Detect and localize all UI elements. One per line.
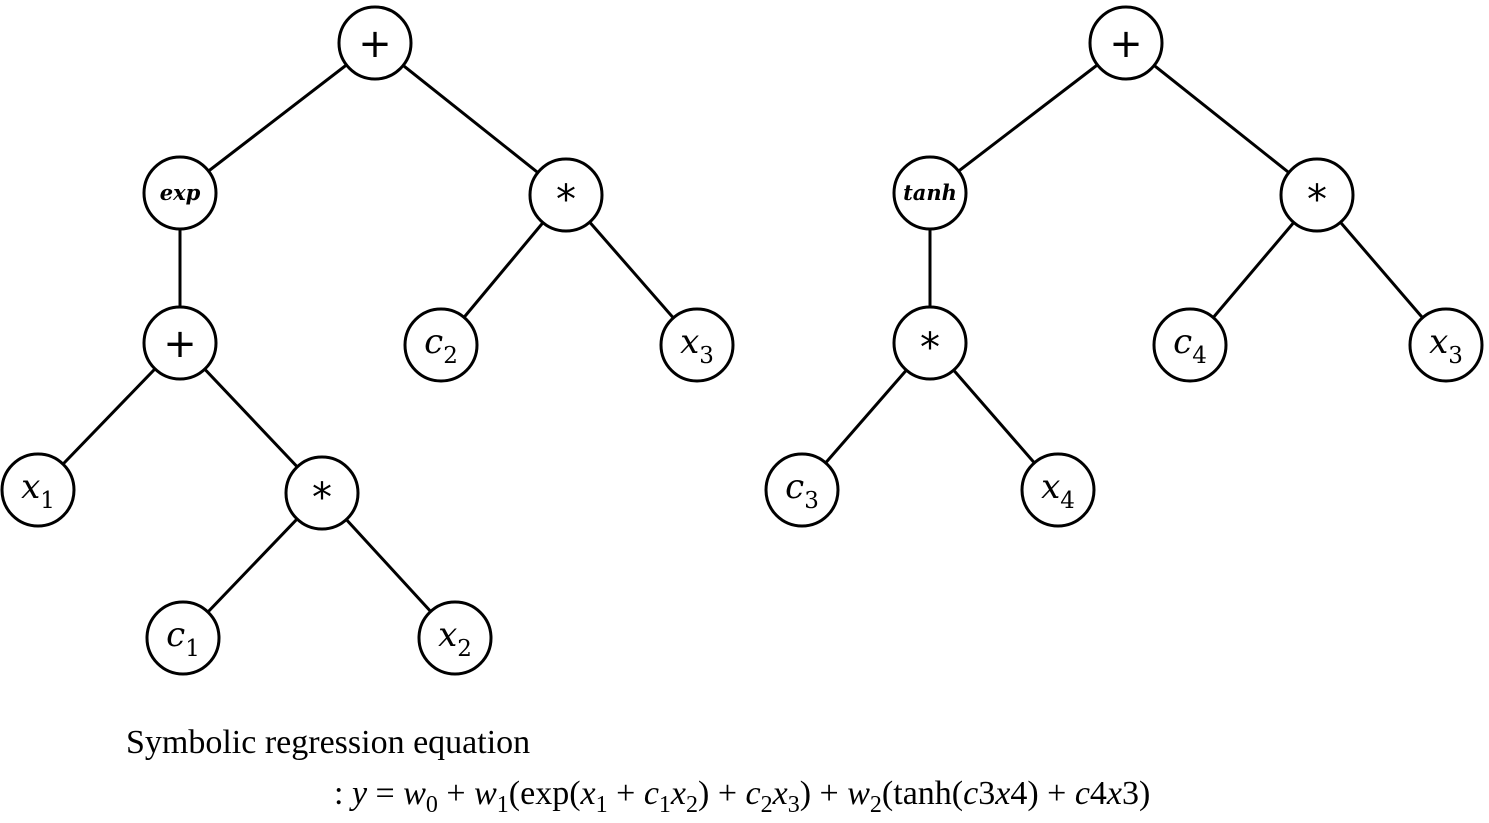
tree-node: x1 [0,452,76,528]
tree-node: * [892,305,968,381]
node-label: c2 [424,322,458,369]
node-circle [284,455,360,531]
node-circle [764,452,840,528]
tree-node: c4 [1152,307,1228,383]
tree-node: x2 [417,600,493,676]
node-circle [1152,307,1228,383]
node-circle [142,305,218,381]
node-circle [142,155,218,231]
tree-node: + [142,305,218,381]
equation-body: y = w0 + w1(exp(x1 + c1x2) + c2x3) + w2(… [351,775,1151,818]
node-circle [1020,452,1096,528]
node-label: + [1109,21,1143,67]
node-label: x1 [21,467,55,514]
node-label: x3 [680,322,714,369]
node-label: x4 [1041,467,1075,514]
tree-edge [929,41,1127,195]
node-label: * [920,325,940,371]
node-circle [0,452,76,528]
node-label: x3 [1429,322,1463,369]
node-label: c3 [785,467,819,514]
tree-node: + [337,5,413,81]
tree-node: * [1279,157,1355,233]
tree-nodes: + exp * + c2 x3 x1 * c1 x2 + tanh * * c4 x3 c3 x4 [0,5,1484,676]
tree-node: * [284,455,360,531]
tree-node: c2 [403,307,479,383]
node-label: tanh [903,180,957,205]
tree-node: c3 [764,452,840,528]
node-circle [145,600,221,676]
node-circle [659,307,735,383]
tree-node: + [1088,5,1164,81]
node-circle [528,157,604,233]
node-label: x2 [438,615,472,662]
tree-node: * [528,157,604,233]
tree-node: x4 [1020,452,1096,528]
node-label: * [556,177,576,223]
equation-prefix: : [334,775,352,812]
tree-node: c1 [145,600,221,676]
tree-node: x3 [1408,307,1484,383]
node-circle [1088,5,1164,81]
tree-node: exp [142,155,218,231]
caption-title: Symbolic regression equation [126,724,531,761]
tree-edge [1125,41,1318,197]
node-label: + [163,321,197,367]
node-circle [892,155,968,231]
node-circle [892,305,968,381]
node-circle [417,600,493,676]
node-circle [1279,157,1355,233]
node-label: * [312,475,332,521]
tree-edge [374,41,567,197]
tree-edges [36,41,1448,640]
node-label: * [1307,177,1327,223]
node-label: c4 [1173,322,1207,369]
node-label: exp [160,180,201,205]
node-label: + [358,21,392,67]
caption-equation: : y = w0 + w1(exp(x1 + c1x2) + c2x3) + w… [334,775,1150,819]
tree-edge [179,41,376,195]
tree-node: x3 [659,307,735,383]
node-circle [1408,307,1484,383]
node-circle [403,307,479,383]
tree-node: tanh [892,155,968,231]
node-circle [337,5,413,81]
node-label: c1 [166,615,200,662]
